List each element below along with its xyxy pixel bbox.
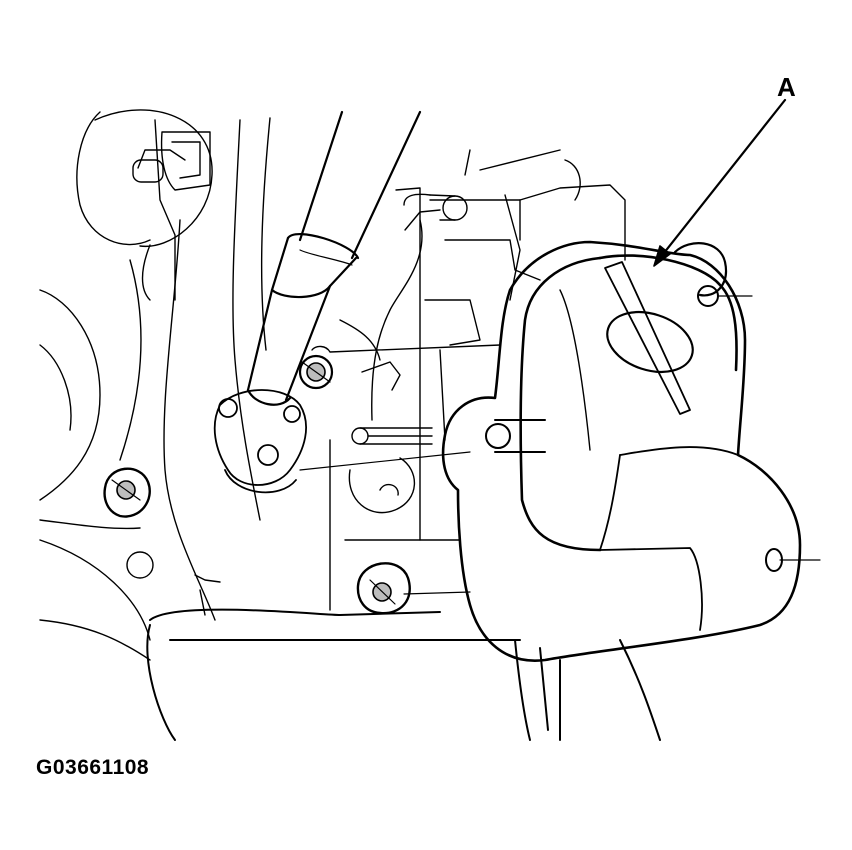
- body-structure-left: [40, 110, 270, 660]
- bolt-upper-icon: [300, 356, 332, 388]
- crossmember: [147, 610, 660, 740]
- shaft-flange: [215, 390, 470, 492]
- bolt-lower-icon: [358, 563, 470, 613]
- shift-shafts: [248, 112, 420, 405]
- callout-leader-arrow: [654, 100, 785, 266]
- bolt-left-icon: [105, 469, 150, 517]
- shift-cover-part-a: [443, 242, 820, 661]
- transmission-housing: [312, 150, 625, 610]
- callout-label-a: A: [777, 72, 796, 102]
- figure-code: G03661108: [36, 756, 150, 779]
